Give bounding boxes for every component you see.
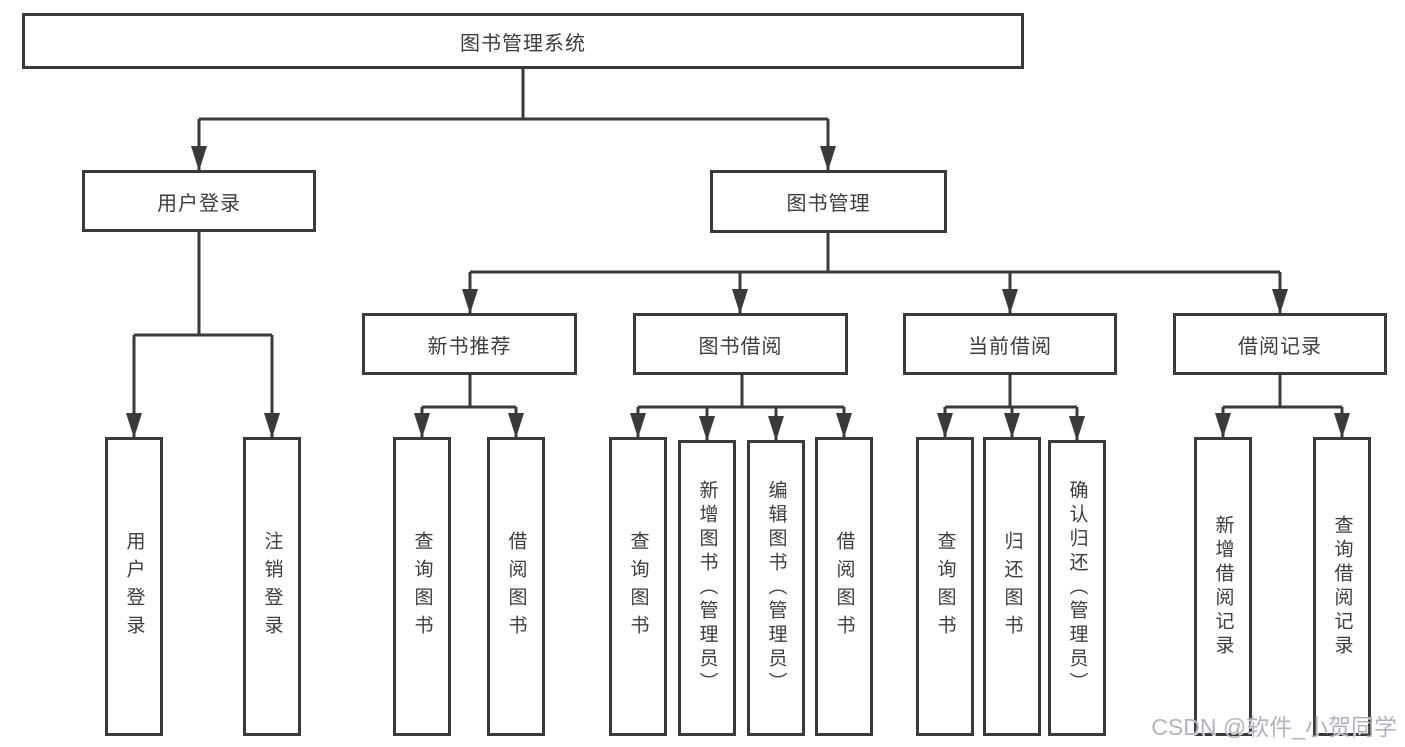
leaf-borrow-books-2: 借阅图书: [815, 437, 873, 736]
leaf-edit-books-admin: 编辑图书（管理员）: [747, 440, 805, 736]
node-label: 当前借阅: [968, 335, 1052, 358]
leaf-query-books-1: 查询图书: [393, 437, 451, 736]
node-library-management-system: 图书管理系统: [22, 13, 1024, 69]
node-borrowing-records: 借阅记录: [1173, 313, 1387, 375]
node-label: 图书管理系统: [460, 32, 586, 55]
leaf-query-books-2: 查询图书: [609, 437, 667, 736]
leaf-label: 确认归还（管理员）: [1066, 480, 1088, 696]
leaf-query-books-3: 查询图书: [916, 437, 974, 736]
leaf-label: 查询图书: [627, 530, 649, 643]
arrowheads: [126, 146, 1350, 441]
leaf-label: 查询借阅记录: [1331, 514, 1353, 659]
leaf-query-borrow-record: 查询借阅记录: [1313, 437, 1371, 736]
node-user-login: 用户登录: [82, 170, 316, 232]
leaf-logout: 注销登录: [243, 437, 301, 736]
leaf-label: 新增图书（管理员）: [696, 480, 718, 696]
node-label: 用户登录: [157, 192, 241, 215]
node-label: 新书推荐: [427, 335, 512, 358]
watermark: CSDN @软件_小贺同学: [1151, 714, 1397, 740]
node-book-management: 图书管理: [710, 170, 947, 233]
leaf-return-books: 归还图书: [983, 437, 1041, 736]
leaf-borrow-books-1: 借阅图书: [487, 437, 545, 736]
leaf-label: 查询图书: [411, 530, 433, 643]
node-current-borrowing: 当前借阅: [903, 313, 1117, 375]
leaf-label: 编辑图书（管理员）: [765, 480, 787, 696]
leaf-label: 注销登录: [261, 530, 283, 643]
leaf-label: 归还图书: [1001, 530, 1023, 643]
node-label: 图书借阅: [698, 335, 783, 358]
leaf-label: 借阅图书: [833, 530, 855, 643]
leaf-add-borrow-record: 新增借阅记录: [1194, 437, 1252, 736]
leaf-add-books-admin: 新增图书（管理员）: [678, 440, 736, 736]
node-book-borrowing: 图书借阅: [633, 313, 848, 375]
leaf-label: 借阅图书: [505, 530, 527, 643]
leaf-user-login: 用户登录: [105, 437, 163, 736]
leaf-label: 用户登录: [123, 530, 145, 643]
node-label: 借阅记录: [1238, 335, 1322, 358]
leaf-label: 新增借阅记录: [1212, 514, 1234, 659]
leaf-confirm-return-admin: 确认归还（管理员）: [1048, 440, 1106, 736]
node-new-book-recommend: 新书推荐: [362, 313, 577, 375]
leaf-label: 查询图书: [934, 530, 956, 643]
node-label: 图书管理: [786, 193, 871, 215]
